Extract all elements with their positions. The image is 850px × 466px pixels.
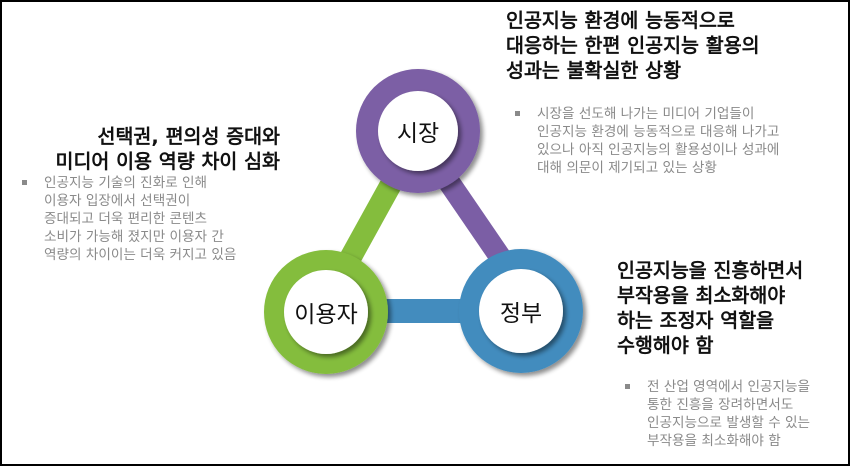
government-heading-line: 인공지능을 진흥하면서 [617,259,804,282]
government-bullet: 전 산업 영역에서 인공지능을 통한 진흥을 장려하면서도 인공지능으로 발생할… [625,378,842,450]
user-heading-line: 미디어 이용 역량 차이 심화 [55,150,281,173]
government-heading-line: 하는 조정자 역할을 [617,309,775,332]
government-node-ring [459,249,583,373]
government-bullet-line: 부작용을 최소화해야 함 [647,433,781,449]
market-node-label: 시장 [396,121,440,147]
market-bullet-line: 대해 의문이 제기되고 있는 상황 [537,160,717,176]
market-heading-line: 대응하는 한편 인공지능 활용의 [506,34,760,57]
government-bullet-line: 인공지능으로 발생할 수 있는 [647,415,811,431]
bullet-square-icon [515,111,520,116]
bullet-square-icon [625,384,630,389]
government-node-label: 정부 [499,301,543,327]
user-node-ring [264,250,388,374]
government-heading-line: 수행해야 함 [617,334,714,357]
market-bullet: 시장을 선도해 나가는 미디어 기업들이 인공지능 환경에 능동적으로 대응해 … [515,105,842,177]
market-heading: 인공지능 환경에 능동적으로 대응하는 한편 인공지능 활용의 성과는 불확실한… [506,8,760,83]
market-bullet-line: 시장을 선도해 나가는 미디어 기업들이 [537,106,755,122]
user-node-label: 이용자 [294,302,358,328]
user-heading: 선택권, 편의성 증대와 미디어 이용 역량 차이 심화 [14,124,281,174]
user-bullet-line: 역량의 차이이는 더욱 커지고 있음 [44,247,237,263]
user-bullet-line: 인공지능 기술의 진화로 인해 [44,175,208,191]
market-bullet-line: 인공지능 환경에 능동적으로 대응해 나가고 [537,124,780,140]
market-bullet-line: 있으나 아직 인공지능의 활용성이나 성과에 [537,142,780,158]
user-bullet: 인공지능 기술의 진화로 인해 이용자 입장에서 선택권이 증대되고 더욱 편리… [22,174,276,264]
user-bullet-line: 소비가 가능해 졌지만 이용자 간 [44,229,224,245]
bullet-square-icon [22,180,27,185]
market-heading-line: 인공지능 환경에 능동적으로 [506,9,735,32]
government-bullet-line: 전 산업 영역에서 인공지능을 [647,379,811,395]
government-heading-line: 부작용을 최소화해야 [617,284,786,307]
government-bullet-line: 통한 진흥을 장려하면서도 [647,397,794,413]
connector-market-government [432,165,517,274]
user-heading-line: 선택권, 편의성 증대와 [97,125,280,148]
user-bullet-line: 증대되고 더욱 편리한 콘텐츠 [44,211,208,227]
market-node-ring [356,69,480,193]
user-bullet-line: 이용자 입장에서 선택권이 [44,193,191,209]
market-heading-line: 성과는 불확실한 상황 [506,59,682,82]
government-heading: 인공지능을 진흥하면서 부작용을 최소화해야 하는 조정자 역할을 수행해야 함 [617,258,803,358]
